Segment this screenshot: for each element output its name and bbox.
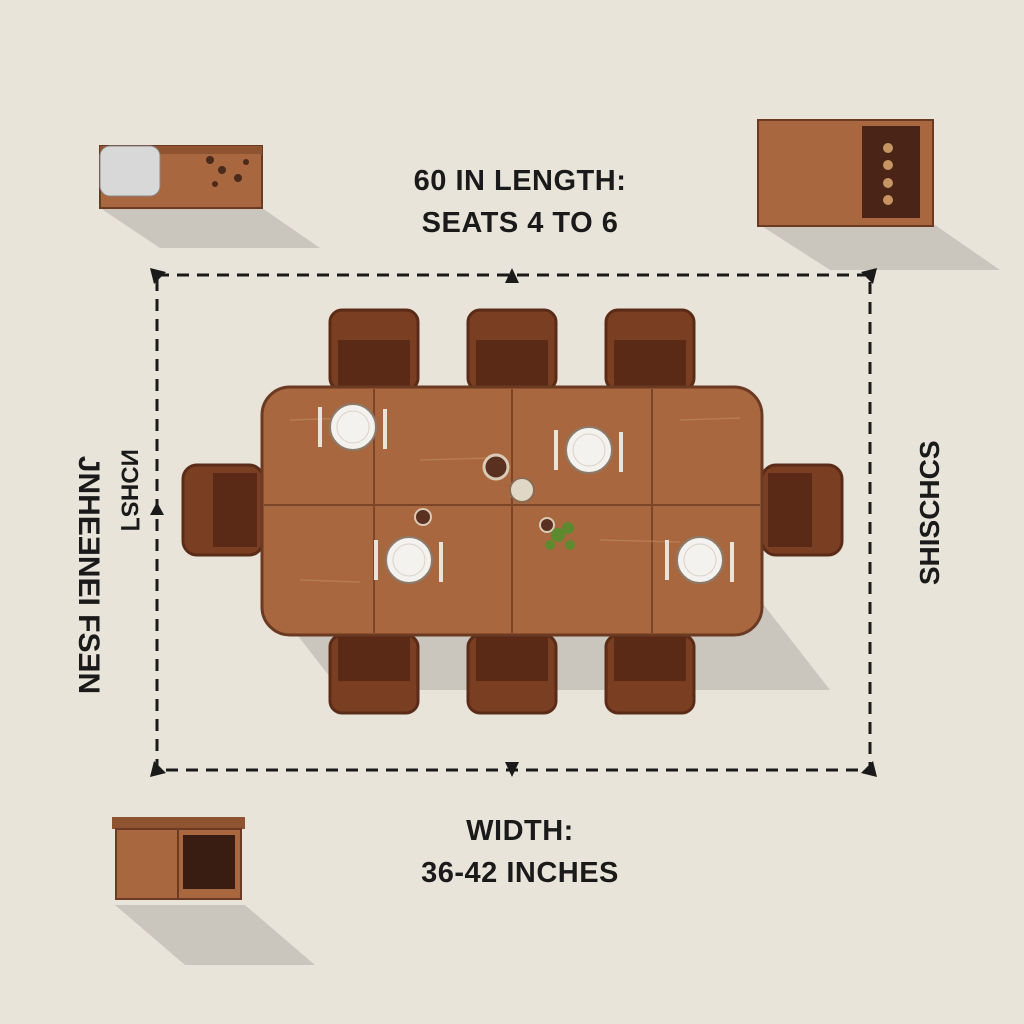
chair (181, 463, 265, 557)
toaster-icon (99, 145, 161, 197)
sideboard-bottom-left (112, 817, 245, 900)
plate-setting (318, 403, 387, 451)
width-label: WIDTH: 36-42 INCHES (330, 810, 710, 894)
side-counter-top-left (99, 145, 263, 209)
width-line-2: 36-42 INCHES (421, 857, 619, 889)
chair (760, 463, 844, 557)
left-side-sublabel: ИƆHSᒣ (115, 449, 143, 532)
chair (604, 308, 696, 392)
left-side-label: JNHEƎNEI FSƎN (72, 455, 105, 695)
chair (328, 633, 420, 715)
cabinet-top-right (757, 119, 934, 227)
right-side-label: SHISCHCS (914, 440, 946, 586)
chairs (181, 308, 844, 715)
plate-setting (374, 536, 443, 584)
chair (466, 633, 558, 715)
length-line-1: 60 IN LENGTH: (413, 165, 627, 197)
length-label: 60 IN LENGTH: SEATS 4 TO 6 (330, 160, 710, 244)
chair (604, 633, 696, 715)
plate-setting (554, 426, 623, 474)
plant-centerpiece-icon (545, 522, 575, 550)
width-line-1: WIDTH: (466, 815, 574, 847)
dimension-arrows (150, 268, 877, 777)
plate-setting (665, 536, 734, 584)
coffee-beans-icon (206, 156, 249, 187)
chair (466, 308, 558, 392)
place-settings (318, 403, 734, 584)
length-line-2: SEATS 4 TO 6 (421, 207, 619, 239)
chair (328, 308, 420, 392)
cups (414, 453, 555, 533)
